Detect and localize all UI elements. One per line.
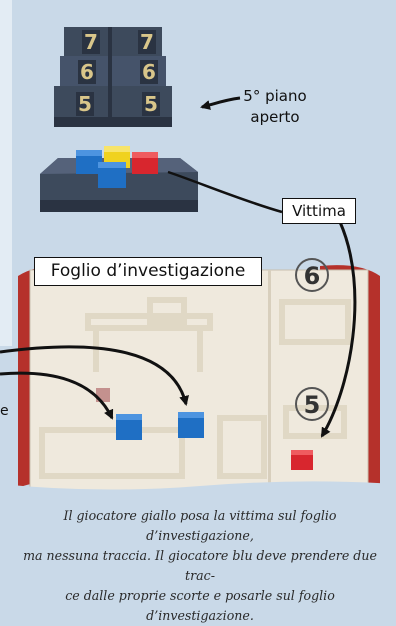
caption-line: ce dalle proprie scorte e posarle sul fo…	[65, 588, 335, 623]
floor-tower: 7 7 6 6 5 5	[54, 27, 172, 127]
blue-cube	[116, 414, 142, 440]
blue-cube	[178, 412, 204, 438]
clipped-label: e	[0, 403, 9, 419]
floor-label-line: 5° piano	[243, 87, 307, 105]
sheet-number: 5	[304, 391, 321, 419]
sheet-title: Foglio d’investigazione	[34, 257, 262, 286]
red-cube	[291, 450, 313, 470]
victim-label: Vittima	[282, 198, 356, 224]
floor-label-line: aperto	[250, 108, 300, 126]
victim-line	[167, 170, 283, 214]
sheet-number: 6	[304, 262, 321, 290]
red-cube	[132, 152, 158, 174]
tower-number: 7	[140, 30, 154, 54]
tower-number: 6	[80, 60, 94, 84]
caption-line: Il giocatore giallo posa la vittima sul …	[63, 508, 337, 543]
blue-arrow-1	[0, 345, 189, 406]
game-illustration: 7 7 6 6 5 5	[0, 0, 380, 491]
floor-label: 5° piano aperto	[230, 86, 320, 128]
tower-number: 5	[144, 92, 158, 116]
victim-arrow	[320, 221, 357, 438]
blue-cube	[98, 162, 126, 188]
caption-line: ma nessuna traccia. Il giocatore blu dev…	[23, 548, 377, 583]
side-panel	[0, 0, 12, 346]
investigation-sheet: 6 5	[18, 258, 380, 491]
blue-arrow-2	[0, 371, 114, 420]
caption: Il giocatore giallo posa la vittima sul …	[10, 506, 390, 626]
tower-number: 7	[84, 30, 98, 54]
tower-number: 5	[78, 92, 92, 116]
tower-number: 6	[142, 60, 156, 84]
blue-cube	[76, 150, 102, 174]
floor-arrow	[200, 96, 241, 110]
